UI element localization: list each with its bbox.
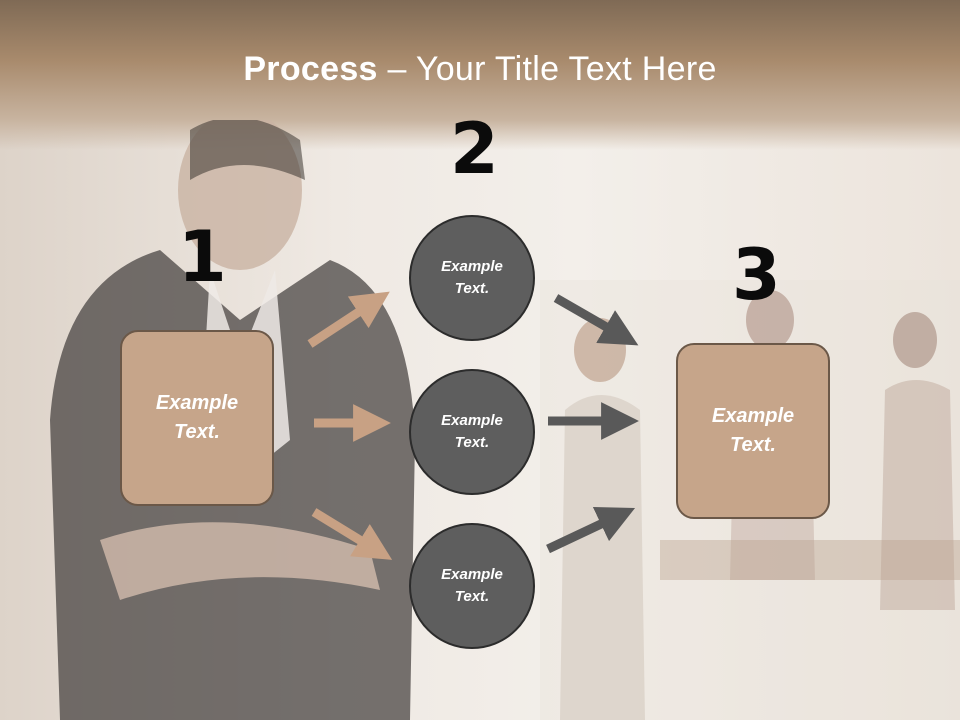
step-2-circle-bottom: Example Text. <box>409 523 535 649</box>
circle-middle-text: Example Text. <box>441 411 503 452</box>
slide-title: Process – Your Title Text Here <box>0 50 960 89</box>
circle-top-text: Example Text. <box>441 257 503 298</box>
arrow-1-to-2-bottom <box>311 508 393 560</box>
step-1-box: Example Text. <box>120 330 274 506</box>
arrow-2-bottom-to-3 <box>546 506 636 554</box>
step-2-circle-top: Example Text. <box>409 215 535 341</box>
step-1-text: Example Text. <box>155 392 239 443</box>
step-number-3: 3 <box>732 234 781 316</box>
arrow-1-to-2-top <box>307 291 390 348</box>
step-3-box: Example Text. <box>676 343 830 519</box>
step-2-circle-middle: Example Text. <box>409 369 535 495</box>
step-number-1: 1 <box>178 216 227 298</box>
title-bold: Process <box>243 50 378 88</box>
step-number-2: 2 <box>450 108 499 190</box>
circle-bottom-text: Example Text. <box>441 565 503 606</box>
step-3-text: Example Text. <box>711 405 795 456</box>
arrow-2-top-to-3 <box>553 294 639 346</box>
title-rest: – Your Title Text Here <box>377 50 717 88</box>
